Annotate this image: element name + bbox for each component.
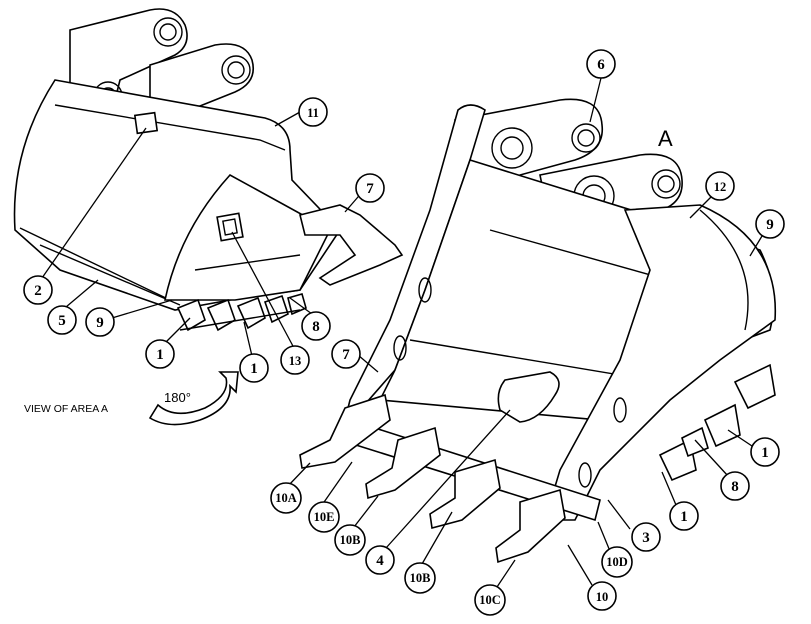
callout-bubble [23,275,53,305]
callout-1-rear-b: 1 [239,353,269,383]
area-letter: A [658,126,673,151]
callout-number: 3 [642,530,650,546]
callout-number: 10D [606,555,628,569]
callout-number: 10E [314,510,335,524]
callout-bubble [334,524,366,556]
callout-bubble [331,339,361,369]
callouts: 6 12 9 1 8 1 3 10D 10 10C 10B 4 10B 10E … [23,49,785,616]
callout-number: 1 [156,347,164,363]
callout-bubble [270,482,302,514]
callout-bubble [301,311,331,341]
callout-10E: 10E [308,501,340,533]
callout-number: 8 [731,479,739,495]
callout-10C: 10C [474,584,506,616]
callout-bubble [705,171,735,201]
leader-lines [41,77,763,591]
callout-number: 10B [410,571,431,585]
callout-13: 13 [280,345,310,375]
callout-number: 10B [340,533,361,547]
callout-9-front: 9 [755,209,785,239]
callout-number: 7 [342,347,350,363]
callout-7-front: 7 [331,339,361,369]
callout-bubble [308,501,340,533]
callout-bubble [587,581,617,611]
callout-number: 1 [761,445,769,461]
callout-bubble [631,522,661,552]
callout-bubble [720,471,750,501]
callout-number: 12 [714,180,727,194]
callout-number: 6 [597,57,605,73]
callout-number: 5 [58,313,66,329]
callout-bubble [280,345,310,375]
callout-number: 1 [250,361,258,377]
callout-8-rear: 8 [301,311,331,341]
rotation-label: 180° [164,390,191,405]
callout-number: 9 [96,315,104,331]
callout-number: 13 [289,354,302,368]
callout-number: 7 [366,181,374,197]
callout-bubble [404,562,436,594]
callout-number: 8 [312,319,320,335]
callout-bubble [47,305,77,335]
callout-10B-right: 10B [404,562,436,594]
callout-number: 4 [376,553,384,569]
callout-10: 10 [587,581,617,611]
callout-number: 10A [275,491,297,505]
callout-bubble [474,584,506,616]
callout-6: 6 [586,49,616,79]
callout-10D: 10D [601,546,633,578]
callout-10B-left: 10B [334,524,366,556]
callout-number: 10C [479,593,501,607]
callout-bubble [355,173,385,203]
callout-number: 10 [596,590,609,604]
callout-bubble [755,209,785,239]
callout-1-rear-a: 1 [145,339,175,369]
callout-7-rear: 7 [355,173,385,203]
callout-bubble [145,339,175,369]
callout-1-front-a: 1 [750,437,780,467]
callout-bubble [365,545,395,575]
callout-bubble [239,353,269,383]
view-label: VIEW OF AREA A [24,403,108,415]
callout-bubble [750,437,780,467]
callout-bubble [85,307,115,337]
callout-number: 2 [34,283,42,299]
callout-number: 11 [307,106,319,120]
callout-3: 3 [631,522,661,552]
callout-number: 1 [680,509,688,525]
callout-11: 11 [298,97,328,127]
callout-9-rear: 9 [85,307,115,337]
front-view-bucket [299,98,777,564]
callout-bubble [669,501,699,531]
callout-1-front-b: 1 [669,501,699,531]
callout-number: 9 [766,217,774,233]
rear-view-bucket [13,8,404,332]
callout-bubble [586,49,616,79]
rotation-arrow: 180° VIEW OF AREA A [24,371,239,426]
callout-bubble [601,546,633,578]
callout-5: 5 [47,305,77,335]
callout-8-front: 8 [720,471,750,501]
callout-2: 2 [23,275,53,305]
callout-10A: 10A [270,482,302,514]
callout-bubble [298,97,328,127]
callout-4: 4 [365,545,395,575]
callout-12: 12 [705,171,735,201]
